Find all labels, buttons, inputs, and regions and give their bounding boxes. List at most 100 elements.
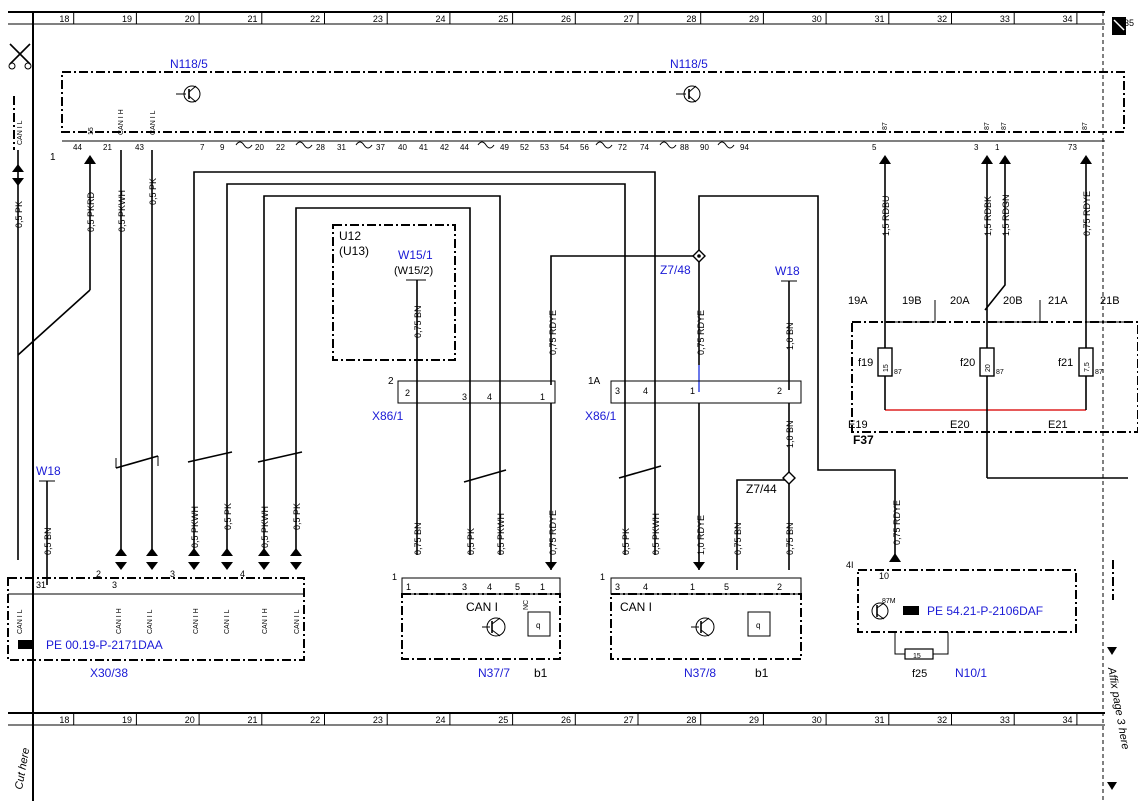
pin-5: 5 (872, 143, 877, 152)
top-pin-15: 15 (88, 127, 95, 135)
n118-right-label: N118/5 (670, 57, 708, 71)
top-pin-87d: 87 (1082, 122, 1089, 130)
wire-05bn-label: 0,5 BN (43, 527, 53, 555)
bn-mid-label: 1,0 BN (785, 420, 795, 448)
svg-text:19B: 19B (902, 295, 922, 307)
svg-text:CAN I L: CAN I L (294, 609, 301, 634)
x30-38-housing (7, 577, 305, 661)
top-ruler-col-19: 19 (122, 14, 132, 24)
n37-8-label: N37/8 (684, 666, 716, 680)
transistor-icon-right (676, 85, 701, 103)
pin-31: 31 (337, 143, 346, 152)
w15-1-label: W15/1 (398, 248, 433, 262)
svg-text:1A: 1A (588, 376, 601, 387)
arrow-down-icon-2 (1107, 647, 1117, 655)
top-ruler-col-23: 23 (373, 14, 383, 24)
svg-text:f25: f25 (912, 668, 927, 680)
u13-label: (U13) (339, 244, 369, 258)
top-pin-can-l: CAN I L (150, 110, 157, 135)
q-box-right (747, 611, 771, 637)
pin-49: 49 (500, 143, 509, 152)
top-pin-87c: 87 (1001, 122, 1008, 130)
svg-text:3: 3 (462, 392, 467, 402)
svg-text:q: q (536, 621, 540, 630)
top-ruler-col-20: 20 (185, 14, 195, 24)
n37-7-housing (401, 593, 561, 660)
svg-text:2: 2 (777, 582, 782, 592)
bottom-ruler-col-31: 31 (874, 715, 884, 725)
wire-pk-label: 0,5 PK (148, 178, 158, 205)
svg-text:CAN I L: CAN I L (17, 609, 24, 634)
wire-rdbu: 1,5 RDBU (881, 195, 891, 236)
top-ruler-col-30: 30 (812, 14, 822, 24)
left-wire-label: 0,5 PK (14, 201, 24, 228)
svg-text:CAN I L: CAN I L (17, 120, 24, 145)
pin-88: 88 (680, 143, 689, 152)
svg-text:f19: f19 (858, 357, 873, 369)
affix-page-label: Affix page 3 here (1105, 665, 1131, 750)
bottom-ruler-col-20: 20 (185, 715, 195, 725)
top-ruler-col-21: 21 (247, 14, 257, 24)
q-box-left (527, 611, 551, 637)
svg-text:4: 4 (487, 582, 492, 592)
arrow-down-icon (1107, 782, 1117, 790)
bottom-ruler-col-21: 21 (247, 715, 257, 725)
low-pkwh2: 0,5 PKWH (260, 506, 270, 548)
top-ruler-col-22: 22 (310, 14, 320, 24)
connector-pin-1: 1 (50, 152, 56, 163)
pin-40: 40 (398, 143, 407, 152)
bottom-ruler-col-23: 23 (373, 715, 383, 725)
z7-44-splice (782, 471, 796, 485)
svg-text:2: 2 (96, 569, 101, 579)
page-corner-icon (1112, 17, 1126, 35)
bottom-ruler-col-24: 24 (436, 715, 446, 725)
svg-text:1: 1 (690, 582, 695, 592)
transistor-icon-left (176, 85, 201, 103)
pin-42: 42 (440, 143, 449, 152)
pin-72: 72 (618, 143, 627, 152)
svg-text:15: 15 (883, 364, 890, 372)
pin-22: 22 (276, 143, 285, 152)
low-bn3: 0,75 BN (785, 522, 795, 555)
svg-text:PE 00.19-P-2171DAA: PE 00.19-P-2171DAA (46, 638, 163, 652)
top-pin-87b: 87 (984, 122, 991, 130)
top-ruler-col-25: 25 (498, 14, 508, 24)
svg-text:4: 4 (643, 582, 648, 592)
bottom-ruler-col-29: 29 (749, 715, 759, 725)
svg-text:20B: 20B (1003, 295, 1023, 307)
svg-text:4: 4 (240, 569, 245, 579)
bottom-ruler-col-28: 28 (686, 715, 696, 725)
n37-7-label: N37/7 (478, 666, 510, 680)
svg-text:87: 87 (1095, 369, 1103, 376)
bottom-ruler-col-19: 19 (122, 715, 132, 725)
x30-connector-diamonds (115, 548, 302, 570)
u12-label: U12 (339, 229, 361, 243)
top-ruler-col-27: 27 (624, 14, 634, 24)
svg-text:E20: E20 (950, 419, 970, 431)
pe-left-ref: PE 00.19-P-2171DAA (18, 638, 163, 652)
svg-text:2: 2 (405, 388, 410, 398)
f25-fuse (904, 648, 934, 660)
low-bn2: 0,75 BN (733, 522, 743, 555)
low-rdye2: 1,0 RDYE (696, 515, 706, 555)
w15-2-label: (W15/2) (394, 265, 433, 277)
svg-text:87: 87 (996, 369, 1004, 376)
top-pin-can-h: CAN I H (118, 109, 125, 135)
svg-text:7,5: 7,5 (1084, 362, 1091, 372)
svg-text:2: 2 (388, 376, 394, 387)
x86-1-left-connector (397, 380, 556, 404)
w18-wire-label: 1,0 BN (785, 322, 795, 350)
low-pkwh1: 0,5 PKWH (190, 506, 200, 548)
x86-1-right-connector (610, 380, 802, 404)
svg-text:f20: f20 (960, 357, 975, 369)
svg-text:E19: E19 (848, 419, 868, 431)
pe-right-ref: PE 54.21-P-2106DAF (903, 604, 1043, 618)
svg-text:87: 87 (894, 369, 902, 376)
pin-37: 37 (376, 143, 385, 152)
low-pk1: 0,5 PK (223, 503, 233, 530)
pin-90: 90 (700, 143, 709, 152)
pin-9: 9 (220, 143, 225, 152)
